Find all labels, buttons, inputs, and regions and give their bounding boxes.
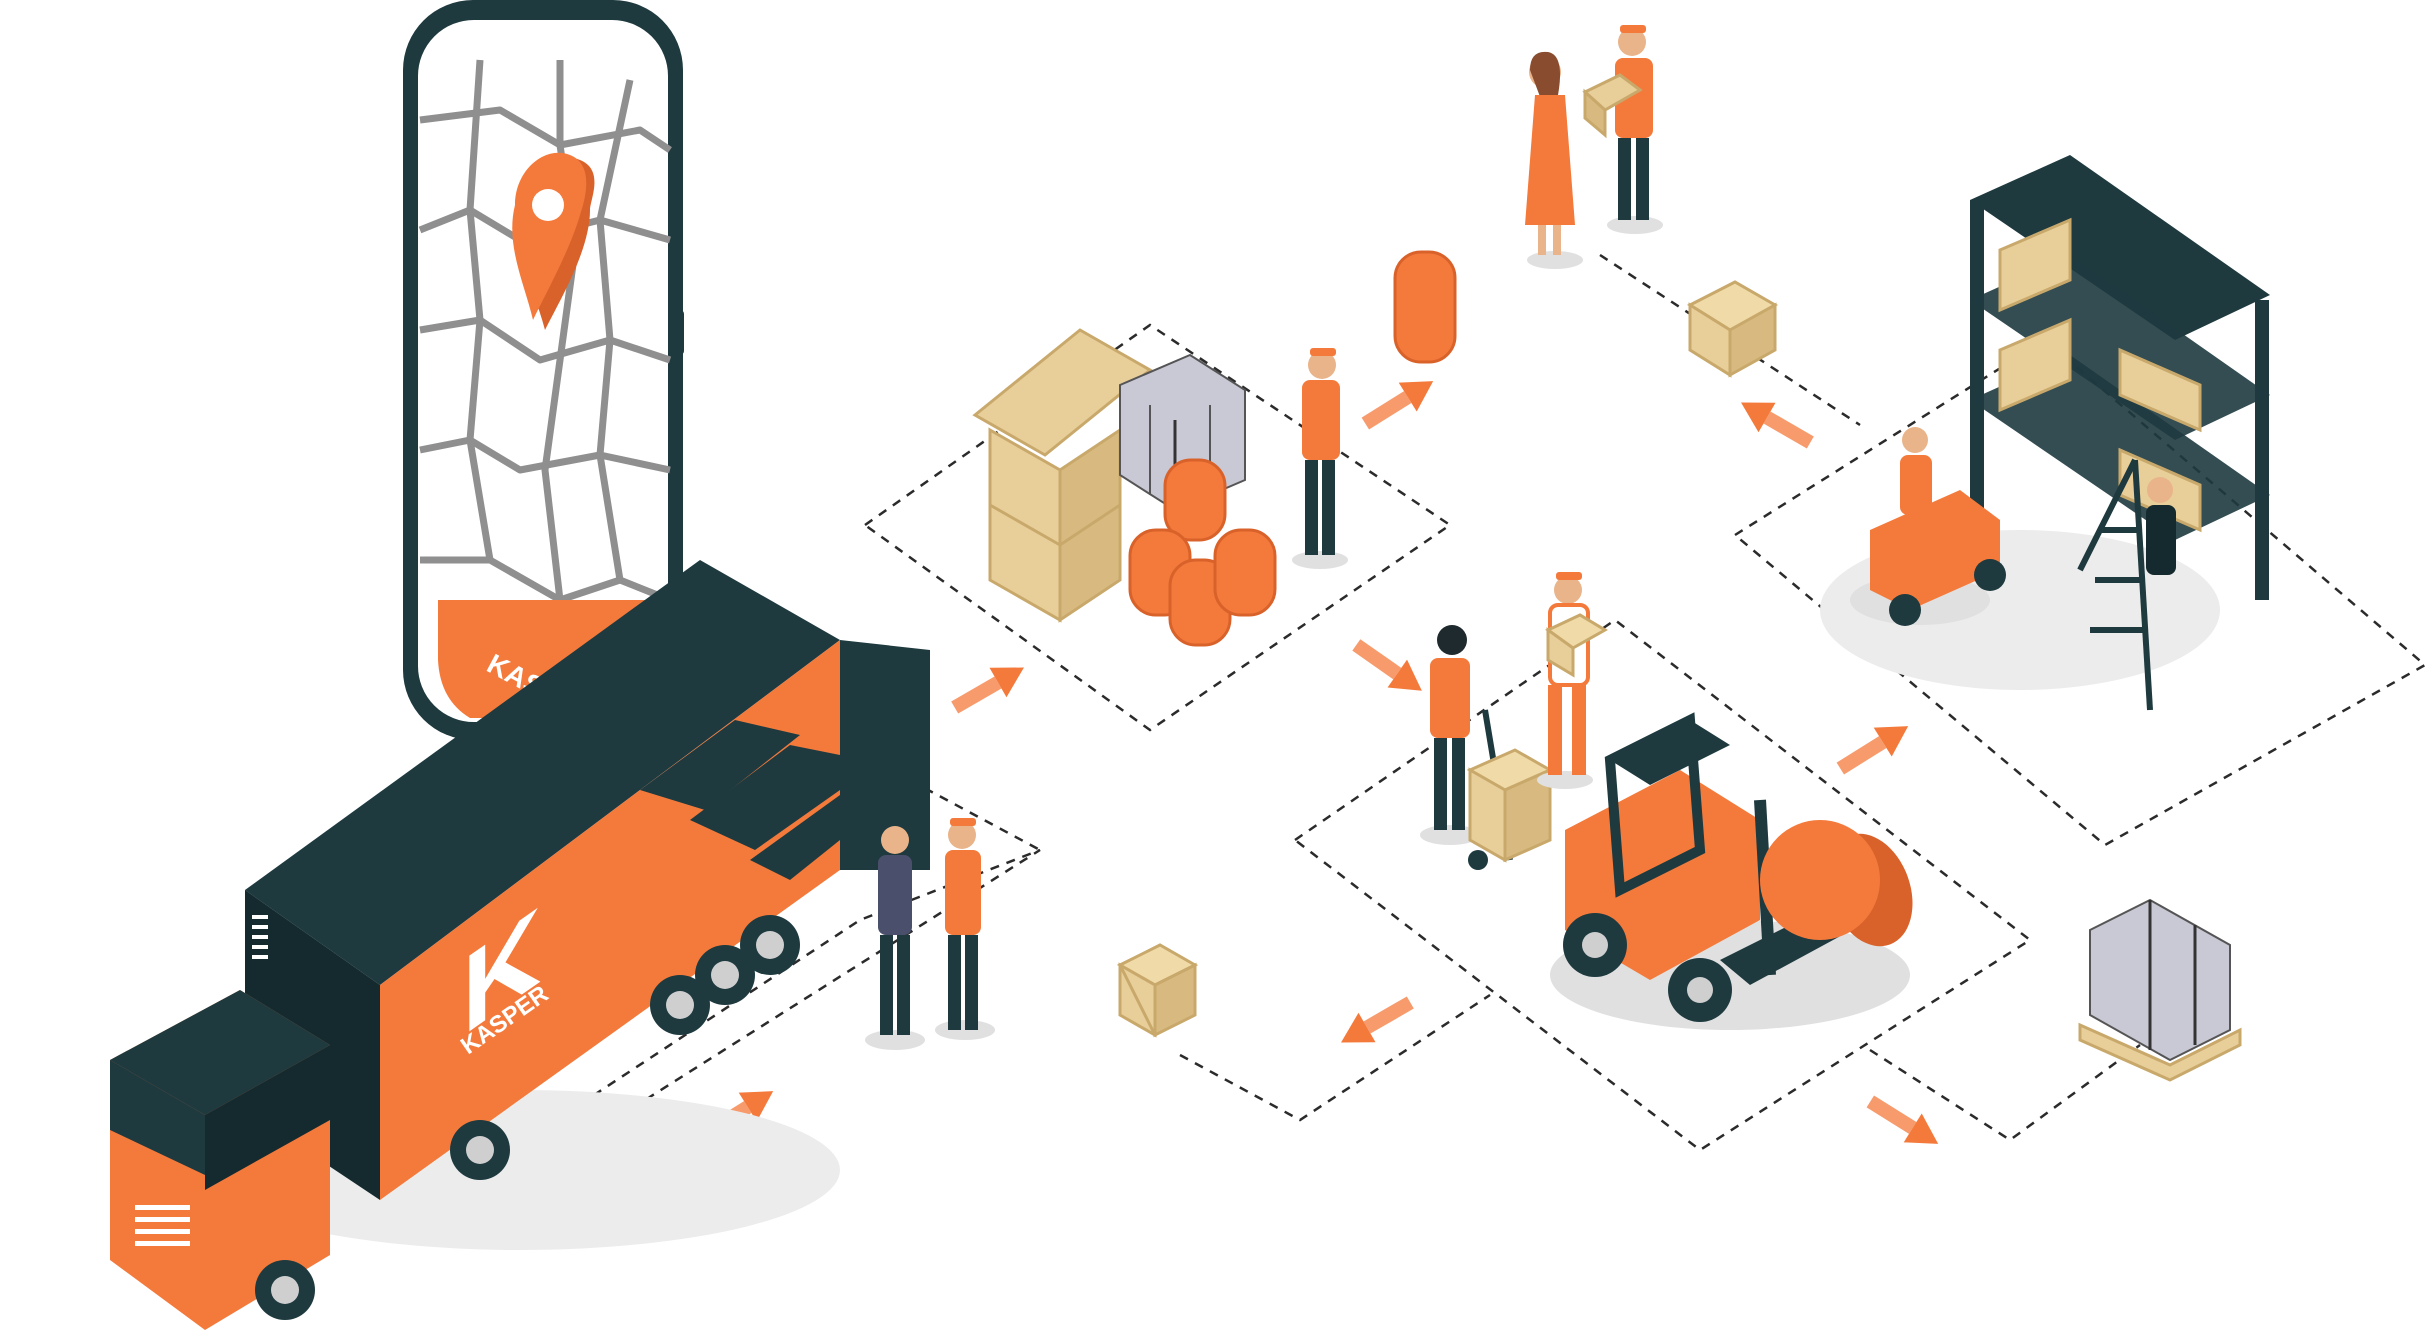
wrapped-pallet-small [2078,898,2242,1082]
zone-forklift-area [1292,618,2033,1152]
hand-truck [1466,709,1554,870]
forklift [1550,712,1913,1030]
worker-on-ladder [2146,477,2176,575]
single-barrel [1393,250,1457,364]
worker-clipboard [1292,348,1348,569]
route-bottom-right [1869,1043,2141,1142]
vent-slots [252,915,268,959]
crate-stack [972,328,1153,623]
arrow-icon [1341,996,1414,1043]
forklift-barrel [1760,820,1913,947]
small-forklift [1850,427,2006,626]
map-roads [418,59,672,604]
route-bottom-crate [1179,993,1491,1122]
worker-driver [935,818,995,1040]
worker-pushing-cart [1420,625,1554,870]
customer-woman [1525,51,1583,269]
arrow-icon [1352,639,1422,691]
ladder [2077,458,2153,711]
flow-arrows [701,381,1939,1144]
barrel-stack [1128,458,1277,647]
truck-wheels [255,915,800,1320]
warehouse-shelving [1820,155,2270,711]
arrow-icon [1866,1095,1939,1144]
map-pin-icon [512,152,595,330]
arrow-icon [1836,726,1909,775]
cardboard-box [1686,280,1779,378]
arrow-icon [1361,381,1434,430]
arrow-icon [951,667,1024,714]
worker-carrying-box [1537,572,1608,789]
dashed-route-lines [478,253,2428,1197]
arrow-icon [1741,402,1814,449]
courier-worker [1582,25,1663,234]
small-crate [1116,943,1199,1038]
zone-shelving-area [1732,338,2428,847]
delivery-truck: K KASPER [110,560,930,1330]
worker-manager [865,826,925,1050]
cab-grille [135,1205,190,1246]
zone-truck-area [478,848,1041,1197]
